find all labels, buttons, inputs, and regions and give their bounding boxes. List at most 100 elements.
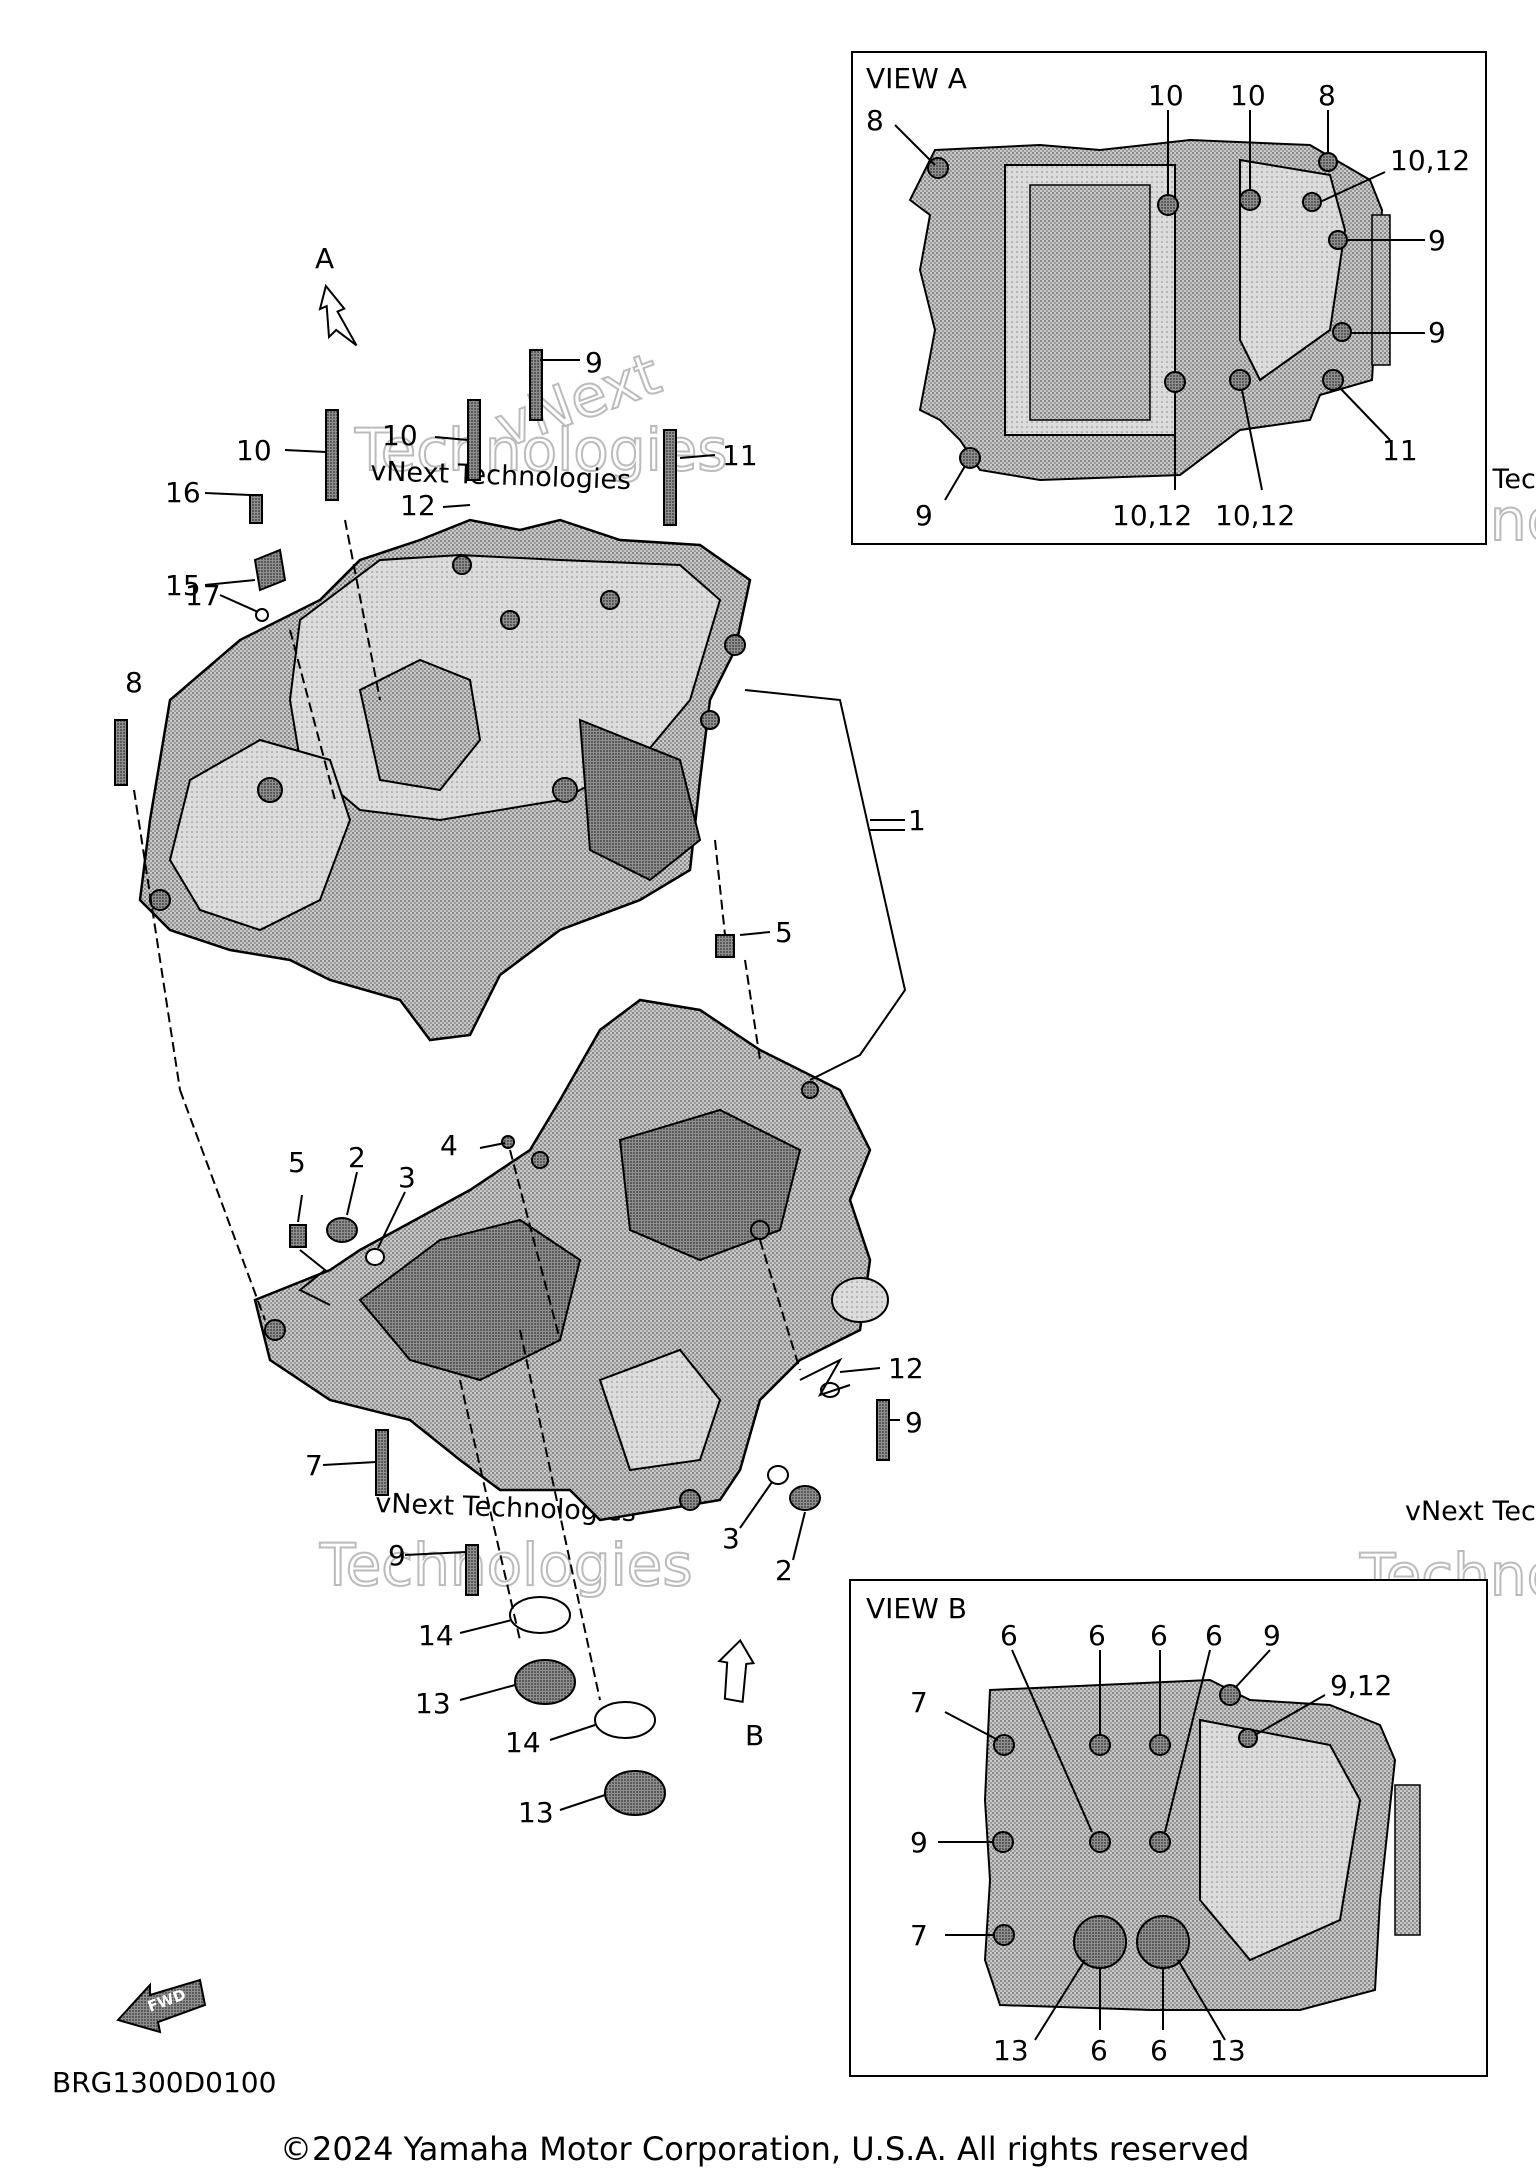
bolt-16-icon [249,494,263,524]
diagram-code: BRG1300D0100 [52,2066,276,2099]
arrow-view-b: B [717,1638,764,1752]
view-b-callout-9-left: 9 [910,1826,928,1859]
callout-14-upper: 14 [418,1619,454,1652]
bolt-9-bottom-icon [465,1544,479,1596]
view-a-callout-10-b: 10 [1230,79,1266,112]
callout-3-left: 3 [398,1161,416,1194]
callout-8: 8 [125,666,143,699]
view-a-callout-10-12-top: 10,12 [1390,144,1470,177]
view-b-callout-6-bottom-a: 6 [1090,2034,1108,2067]
callout-14-lower: 14 [505,1726,541,1759]
collar-2-right-icon [789,1485,821,1511]
view-a-rib [1371,214,1391,366]
jet-4-icon [501,1135,515,1149]
main-leader-lines [204,359,905,1811]
main-callouts: 9 10 10 11 16 15 17 12 8 1 5 4 5 2 3 12 … [125,346,926,1829]
dashed-alignment-lines [133,519,801,1701]
view-b-cover [1199,1718,1362,1962]
callout-1: 1 [908,804,926,837]
bolt-7-icon [375,1429,389,1496]
bolt-10-left-icon [325,409,339,501]
small-parts [114,349,890,1816]
view-b-leaders [938,1649,1326,2041]
view-a-cover [1239,158,1347,382]
fwd-arrow-icon [116,1978,207,2034]
view-a-callout-10-a: 10 [1148,79,1184,112]
view-a-callout-9-mid: 9 [1428,316,1446,349]
view-a-labels: 8 10 10 8 10,12 9 9 11 10,12 10,12 9 [866,79,1470,532]
callout-13-lower: 13 [518,1796,554,1829]
bracket-lines [298,689,907,1397]
view-b-callout-7-top: 7 [910,1686,928,1719]
view-a-callout-10-12-a: 10,12 [1112,499,1192,532]
view-a-callout-9-bottom: 9 [915,499,933,532]
plug-13-upper-icon [514,1659,576,1705]
view-b-callout-6-c: 6 [1150,1619,1168,1652]
lower-crankcase [253,998,889,1522]
view-b-callout-13-left: 13 [993,2034,1029,2067]
upper-crankcase [138,518,752,1042]
callout-5-right: 5 [775,916,793,949]
dowel-5-left-icon [289,1224,307,1248]
upper-crankcase-bore-center [358,658,482,792]
view-b-labels: 6 6 6 6 9 9,12 7 9 7 13 6 6 13 [910,1619,1392,2067]
view-a-callout-8-right: 8 [1318,79,1336,112]
bracket-15-icon [253,548,287,592]
bolt-8-icon [114,719,128,786]
callout-17-visible: 17 [185,579,221,612]
callout-15: 15 [165,569,201,602]
oring-14-lower-icon [594,1701,656,1739]
lower-crankcase-boss [831,1277,889,1323]
arrow-a-label: A [315,242,334,275]
view-b-callout-13-right: 13 [1210,2034,1246,2067]
view-a-title: VIEW A [866,62,967,95]
upper-crankcase-bore-left [168,738,352,932]
view-b-callout-6-b: 6 [1088,1619,1106,1652]
lower-crankcase-sump [598,1348,722,1472]
callout-12-right: 12 [888,1352,924,1385]
callout-13-upper: 13 [415,1687,451,1720]
bolt-9-right-icon [876,1399,890,1461]
callout-3-right: 3 [722,1522,740,1555]
view-a-callout-11: 11 [1382,434,1418,467]
callout-9-right: 9 [905,1406,923,1439]
view-b-panel: VIEW B 6 6 6 6 9 9,12 7 9 7 [849,1579,1488,2077]
view-a-callout-10-12-b: 10,12 [1215,499,1295,532]
bolt-9-top-icon [529,349,543,421]
collar-2-left-icon [326,1217,358,1243]
callout-9-bottom: 9 [388,1539,406,1572]
callout-10-left: 10 [236,434,272,467]
view-b-rib [1394,1784,1421,1936]
lower-crankcase-chamber-left [358,1218,582,1382]
callout-16: 16 [165,476,201,509]
callout-11: 11 [722,439,758,472]
arrow-b-label: B [745,1719,764,1752]
view-b-callout-6-d: 6 [1205,1619,1223,1652]
callout-10-mid: 10 [382,419,418,452]
view-a-callout-9-top: 9 [1428,224,1446,257]
view-b-callout-9-12: 9,12 [1330,1669,1392,1702]
callout-2-right: 2 [775,1554,793,1587]
plug-13-lower-icon [604,1770,666,1816]
upper-crankcase-side [578,718,702,882]
oring-3-right-icon [767,1465,789,1485]
dowel-5-right-icon [715,934,735,958]
bolt-11-icon [663,429,677,526]
view-a-leaders [894,110,1425,501]
view-a-gasket-inner [1029,184,1151,421]
fwd-arrow: FWD [116,1978,207,2034]
callout-7: 7 [305,1449,323,1482]
view-a-callout-8-left: 8 [866,104,884,137]
watermark-mid-tech: Technologies [319,1531,693,1599]
view-b-callout-7-bottom: 7 [910,1919,928,1952]
view-b-callout-6-a: 6 [1000,1619,1018,1652]
view-a-panel: VIEW A 8 10 10 8 10,12 9 9 [851,51,1487,545]
view-b-callout-6-bottom-b: 6 [1150,2034,1168,2067]
callout-5-left: 5 [288,1146,306,1179]
copyright-notice: ©2024 Yamaha Motor Corporation, U.S.A. A… [280,2130,1249,2168]
view-b-callout-9: 9 [1263,1619,1281,1652]
callout-9-top: 9 [585,346,603,379]
washer-17-icon [255,608,269,622]
view-b-title: VIEW B [866,1592,967,1625]
